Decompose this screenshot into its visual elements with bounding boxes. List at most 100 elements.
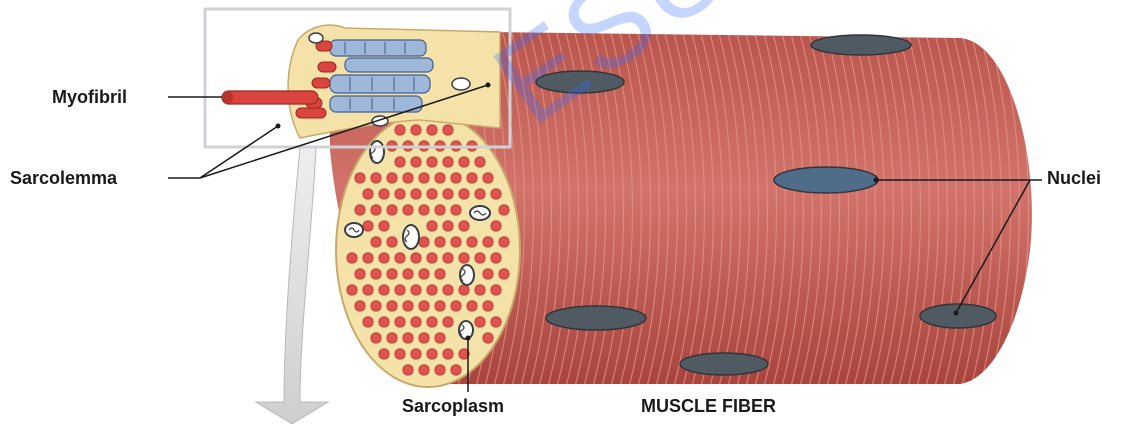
myofibril-cross-section (435, 269, 445, 279)
myofibril-cross-section (363, 285, 373, 295)
myofibril-cross-section (403, 269, 413, 279)
myofibril-cross-section (427, 349, 437, 359)
myofibril-cross-section (395, 253, 405, 263)
myofibril-cross-section (435, 365, 445, 375)
myofibril-cross-section (483, 237, 493, 247)
myofibril-cross-section (387, 269, 397, 279)
myofibril-cross-section (427, 157, 437, 167)
myofibril-cross-section (411, 317, 421, 327)
myofibril-cross-section (403, 301, 413, 311)
myofibril-cross-section (427, 221, 437, 231)
myofibril-cross-section (379, 189, 389, 199)
myofibril-cross-section (427, 285, 437, 295)
myofibril-cross-section (467, 301, 477, 311)
myofibril-cross-section (395, 157, 405, 167)
myofibril-cross-section (387, 237, 397, 247)
myofibril-cross-section (347, 253, 357, 263)
myofibril-cross-section (491, 253, 501, 263)
myofibril-cross-section (419, 173, 429, 183)
myofibril-cross-section (475, 317, 485, 327)
myofibril-cross-section (403, 173, 413, 183)
myofibril-cross-section (475, 189, 485, 199)
nucleus (680, 353, 768, 375)
myofibril-cross-section (443, 349, 453, 359)
myofibril-cross-section (491, 317, 501, 327)
myofibril-cross-section (387, 173, 397, 183)
myofibril-cross-section (387, 333, 397, 343)
myofibril-cross-section (499, 237, 509, 247)
striation (1033, 30, 1056, 390)
myofibril-cross-section (483, 333, 493, 343)
myofibril-cross-section (467, 173, 477, 183)
myofibril-cross-section (403, 333, 413, 343)
myofibril-cross-section (355, 301, 365, 311)
myofibril-cross-section (499, 205, 509, 215)
myofibril-cross-section (475, 285, 485, 295)
myofibril-cross-section (411, 157, 421, 167)
myofibril-cross-section (419, 365, 429, 375)
label-sarcoplasm: Sarcoplasm (402, 396, 504, 417)
myofibril-cross-section (435, 205, 445, 215)
myofibril-cross-section (475, 253, 485, 263)
zoom-arrow (256, 148, 328, 424)
myofibril-cross-section (491, 189, 501, 199)
myofibril-cross-section (419, 205, 429, 215)
myofibril-cross-section (427, 189, 437, 199)
myofibril-cross-section (483, 269, 493, 279)
myofibril-cross-section (443, 189, 453, 199)
label-sarcolemma: Sarcolemma (10, 168, 117, 189)
myofibril-cross-section (443, 221, 453, 231)
myofibril-cross-section (459, 157, 469, 167)
myofibril-cross-section (459, 285, 469, 295)
myofibril-cross-section (379, 285, 389, 295)
myofibril-cross-section (491, 221, 501, 231)
myofibril-cross-section (395, 349, 405, 359)
cross-section (336, 113, 520, 387)
myofibril-cross-section (443, 285, 453, 295)
myofibril-cross-section (459, 253, 469, 263)
myofibril-cross-section (355, 173, 365, 183)
myofibril-cross-section (395, 189, 405, 199)
myofibril-cross-section (443, 253, 453, 263)
myofibril-cross-section (451, 173, 461, 183)
cutaway-segment (222, 25, 500, 138)
myofibril-cross-section (395, 317, 405, 327)
myofibril-cross-section (379, 253, 389, 263)
myofibril-cross-section (411, 189, 421, 199)
myofibril-cross-section (483, 173, 493, 183)
myofibril-cross-section (435, 237, 445, 247)
nucleus (811, 35, 911, 55)
myofibril-cross-section (451, 301, 461, 311)
myofibril-cross-section (475, 157, 485, 167)
myofibril-cross-section (371, 269, 381, 279)
myofibril-cross-section (355, 269, 365, 279)
myofibril-cross-section (403, 205, 413, 215)
myofibril-cross-section (499, 269, 509, 279)
myofibril-cross-section (403, 365, 413, 375)
nucleus (546, 306, 646, 330)
myofibril-cross-section (363, 221, 373, 231)
myofibril-cross-section (467, 237, 477, 247)
myofibril-cross-section (411, 285, 421, 295)
myofibril-cross-section (491, 285, 501, 295)
myofibril-cross-section (371, 205, 381, 215)
myofibril-cross-section (363, 189, 373, 199)
myofibril-cross-section (371, 173, 381, 183)
myofibril-cross-section (443, 125, 453, 135)
myofibril-cross-section (451, 365, 461, 375)
myofibril-cross-section (451, 205, 461, 215)
myofibril-cross-section (387, 205, 397, 215)
myofibril-cross-section (395, 285, 405, 295)
myofibril-cross-section (443, 157, 453, 167)
myofibril-cross-section (371, 301, 381, 311)
myofibril-cross-section (435, 173, 445, 183)
myofibril-cross-section (427, 253, 437, 263)
myofibril-cross-section (347, 285, 357, 295)
myofibril-cross-section (371, 333, 381, 343)
label-muscle-fiber: MUSCLE FIBER (641, 396, 776, 417)
myofibril-cross-section (459, 221, 469, 231)
nucleus (920, 304, 996, 328)
myofibril-cross-section (371, 237, 381, 247)
label-nuclei: Nuclei (1047, 168, 1101, 189)
